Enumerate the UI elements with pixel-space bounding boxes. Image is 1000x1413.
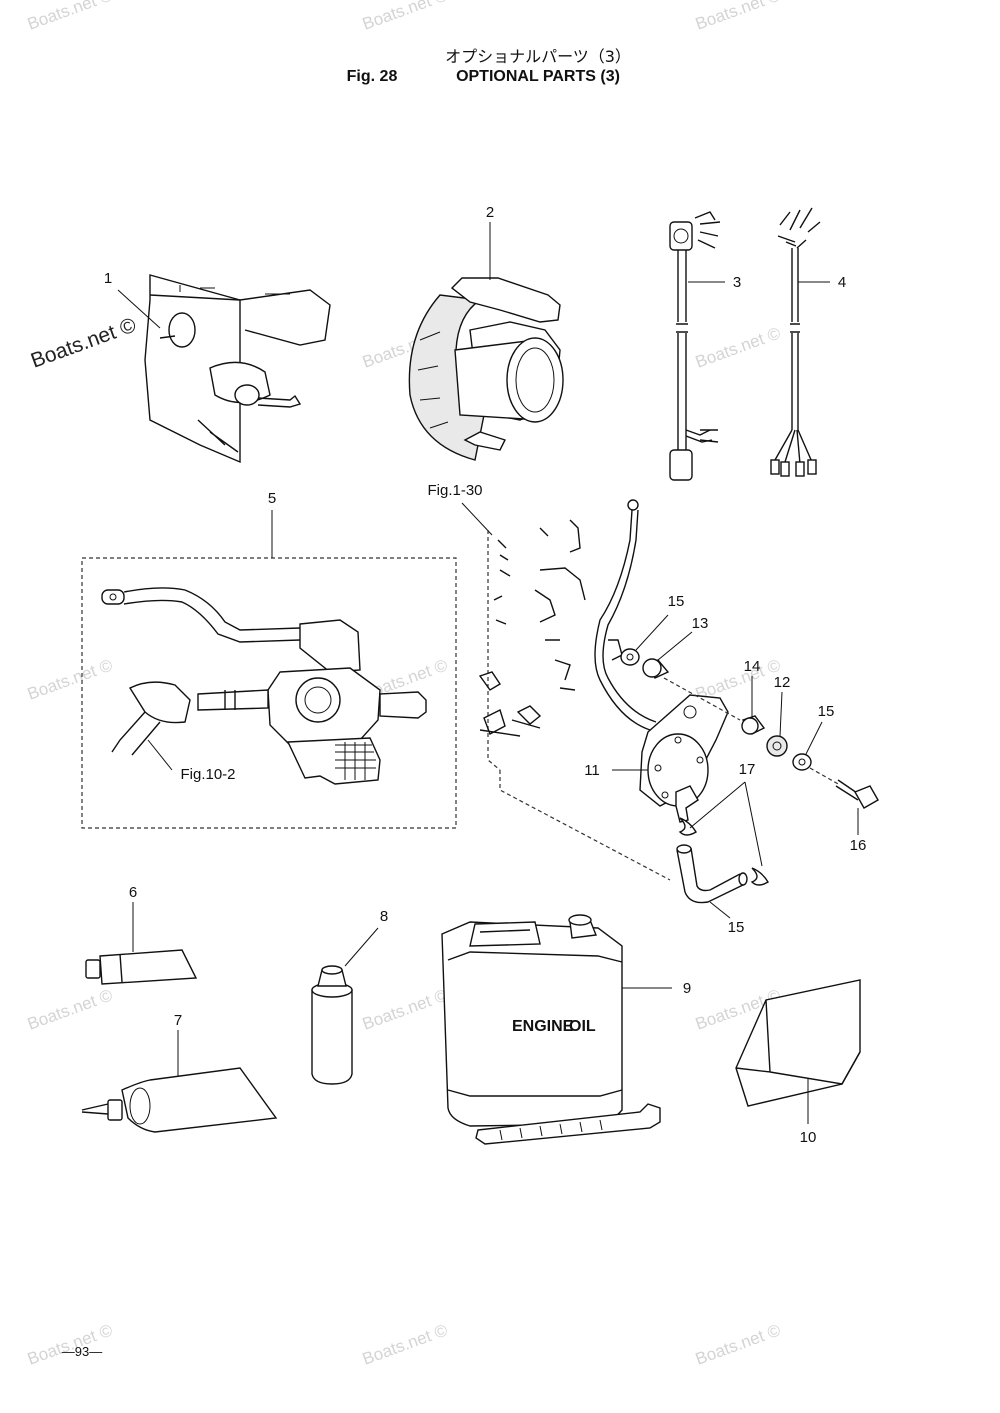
- watermark-large: Boats.net ©: [28, 313, 140, 372]
- callout-7: 7: [174, 1012, 182, 1029]
- callout-11: 11: [584, 762, 600, 779]
- leader-16: [709, 901, 731, 919]
- watermark: Boats.net ©: [25, 655, 116, 703]
- callout-3: 3: [733, 274, 741, 291]
- part-6-small-tube: [85, 949, 198, 985]
- leader-15a: [635, 614, 669, 651]
- figure-number: Fig. 28: [347, 68, 398, 85]
- part-18-hose-clips: [678, 817, 769, 886]
- callout-15b: 15: [818, 703, 835, 720]
- callout-13: 13: [692, 615, 709, 632]
- watermark: Boats.net ©: [360, 985, 451, 1033]
- part-15-washer-lower: [792, 753, 812, 771]
- watermark: Boats.net ©: [693, 1320, 784, 1368]
- part-4-extension-harness: [770, 207, 821, 477]
- part-9-oil-jug: ENGINE OIL: [441, 914, 661, 1145]
- figure-title: OPTIONAL PARTS (3): [456, 68, 620, 85]
- part-12-grommet: [766, 735, 788, 757]
- part-14-spacer: [741, 715, 766, 735]
- alignment-line: [809, 767, 841, 786]
- callout-18: 17: [739, 761, 756, 778]
- leader-18: [689, 781, 763, 867]
- leader-ref-fig10-2: [147, 739, 173, 771]
- alignment-line: [663, 677, 741, 721]
- leader-1: [117, 289, 161, 329]
- callout-17: 16: [850, 837, 867, 854]
- leader-15b: [805, 721, 823, 755]
- leader-13: [657, 631, 693, 661]
- part-5-primer-assembly: [101, 587, 427, 785]
- part-8-spray-can: [311, 965, 353, 1085]
- callout-6: 6: [129, 884, 137, 901]
- part-7-large-tube: [81, 1067, 278, 1133]
- callout-16: 15: [728, 919, 745, 936]
- callout-4: 4: [838, 274, 846, 291]
- callout-15a: 15: [668, 593, 685, 610]
- callout-14: 14: [744, 658, 761, 675]
- leader-ref-fig1-30: [461, 502, 493, 536]
- oil-label-oil: OIL: [569, 1018, 596, 1035]
- part-2-cap: [408, 277, 564, 461]
- callout-1: 1: [104, 270, 112, 287]
- leader-8: [344, 927, 379, 967]
- watermark: Boats.net ©: [693, 0, 784, 34]
- watermark: Boats.net ©: [693, 323, 784, 371]
- leader-12: [779, 691, 783, 737]
- part-13-collar: [642, 658, 670, 679]
- part-15-washer-upper: [620, 648, 640, 666]
- ref-fig1-30: Fig.1-30: [427, 482, 482, 499]
- watermark: Boats.net ©: [360, 0, 451, 34]
- callout-5: 5: [268, 490, 276, 507]
- callout-12: 12: [774, 674, 791, 691]
- watermark: Boats.net ©: [360, 1320, 451, 1368]
- ref-fig10-2: Fig.10-2: [180, 766, 235, 783]
- callout-2: 2: [486, 204, 494, 221]
- watermark: Boats.net ©: [25, 0, 116, 34]
- part-3-harness: [669, 211, 721, 481]
- part-1-lower-unit: [144, 274, 331, 464]
- engine-block-outline: [478, 519, 671, 881]
- callout-8: 8: [380, 908, 388, 925]
- part-11-fuel-pump: [594, 499, 729, 823]
- part-10-manual: [735, 979, 861, 1107]
- callout-9: 9: [683, 980, 691, 997]
- callout-10: 10: [800, 1129, 817, 1146]
- oil-label-engine: ENGINE: [512, 1018, 574, 1035]
- page-number: —93—: [62, 1344, 102, 1359]
- watermark: Boats.net ©: [25, 985, 116, 1033]
- part-17-bolt: [835, 779, 879, 809]
- title-japanese: オプショナルパーツ（3）: [445, 47, 631, 66]
- part-16-hose: [676, 844, 748, 904]
